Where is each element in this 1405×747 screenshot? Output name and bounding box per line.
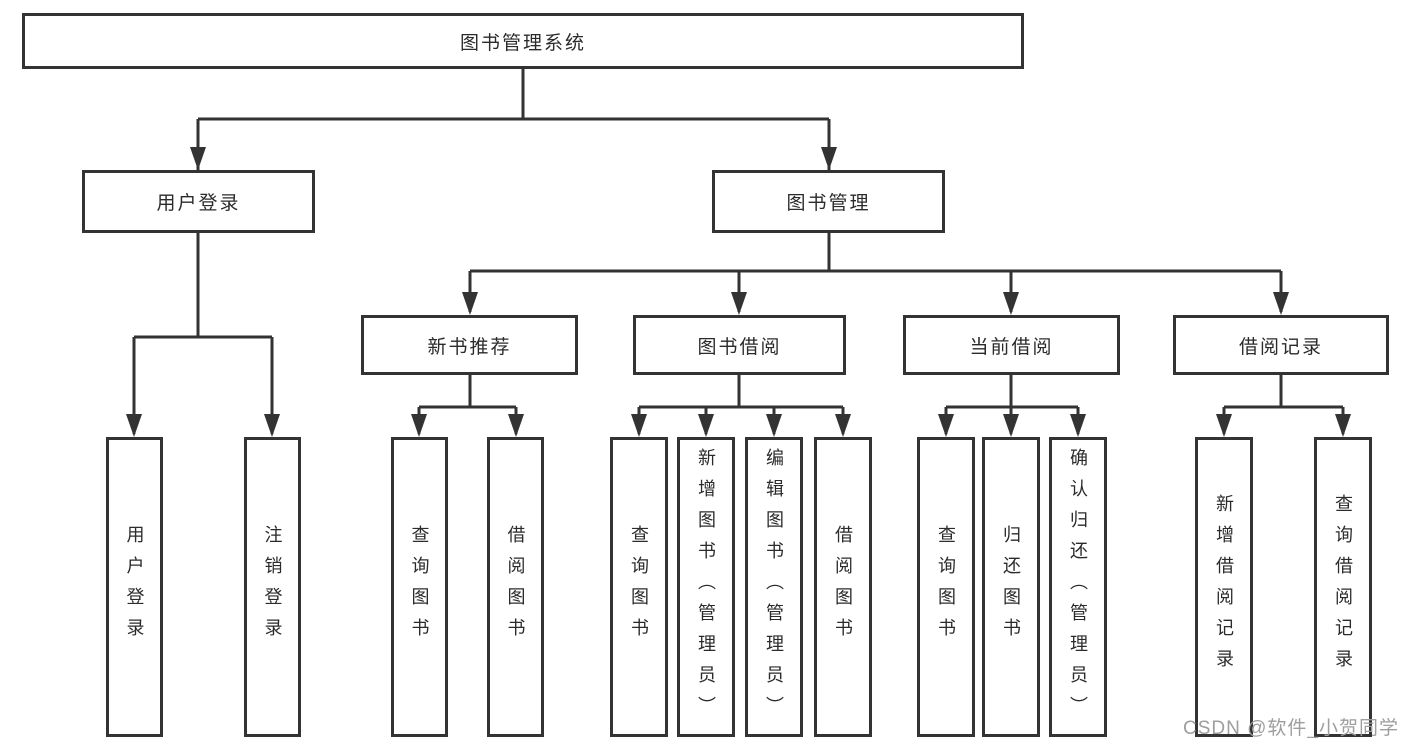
node-new-book-recommend: 新书推荐 [361, 315, 578, 375]
leaf-logout: 注销登录 [244, 437, 301, 737]
node-book-management: 图书管理 [712, 170, 945, 233]
node-root: 图书管理系统 [22, 13, 1024, 69]
leaf-new-borrow-books: 借阅图书 [487, 437, 544, 737]
leaf-borrow-query-books: 查询图书 [610, 437, 668, 737]
leaf-records-query-record: 查询借阅记录 [1314, 437, 1372, 737]
leaf-new-query-books: 查询图书 [391, 437, 448, 737]
node-book-borrow: 图书借阅 [633, 315, 846, 375]
leaf-borrow-add-books-admin: 新增图书（管理员） [677, 437, 735, 737]
node-borrow-records: 借阅记录 [1173, 315, 1389, 375]
leaf-borrow-edit-books-admin: 编辑图书（管理员） [745, 437, 803, 737]
leaf-current-confirm-return-admin: 确认归还（管理员） [1049, 437, 1107, 737]
leaf-borrow-borrow-books: 借阅图书 [814, 437, 872, 737]
node-current-borrow: 当前借阅 [903, 315, 1120, 375]
leaf-records-add-record: 新增借阅记录 [1195, 437, 1253, 737]
leaf-current-return-books: 归还图书 [982, 437, 1040, 737]
watermark-text: CSDN @软件_小贺同学 [1183, 718, 1399, 739]
leaf-user-login: 用户登录 [106, 437, 163, 737]
leaf-current-query-books: 查询图书 [917, 437, 975, 737]
node-user-login: 用户登录 [82, 170, 315, 233]
